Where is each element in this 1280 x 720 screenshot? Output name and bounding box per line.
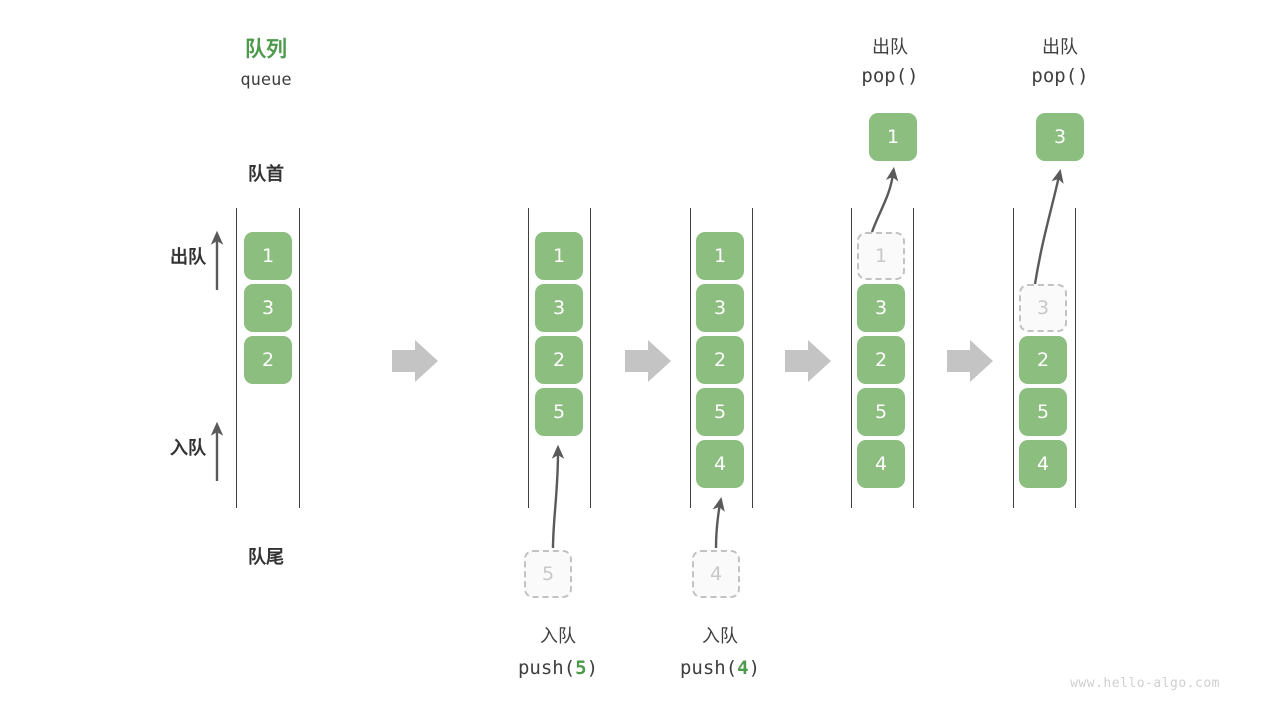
popped-cell-1: 1 bbox=[869, 113, 917, 161]
pop-motion-arrow-1-icon bbox=[870, 166, 899, 233]
pop-header-cn-1: 出队 bbox=[872, 37, 908, 57]
queue-cell: 1 bbox=[244, 232, 292, 280]
queue-rail-left-2 bbox=[528, 208, 529, 508]
enqueue-direction-label: 入队 bbox=[170, 438, 206, 458]
queue-cell: 5 bbox=[696, 388, 744, 436]
incoming-ghost-cell-4: 4 bbox=[692, 550, 740, 598]
queue-rail-right-1 bbox=[299, 208, 300, 508]
queue-rail-right-5 bbox=[1075, 208, 1076, 508]
flow-arrow-2-icon bbox=[625, 340, 671, 382]
flow-arrow-3-icon bbox=[785, 340, 831, 382]
push-arg-2: 4 bbox=[737, 657, 749, 679]
queue-rail-left-3 bbox=[690, 208, 691, 508]
queue-cell: 4 bbox=[857, 440, 905, 488]
push-caption-cn-1: 入队 bbox=[540, 626, 576, 646]
diagram-title-en: queue bbox=[240, 70, 292, 90]
queue-rail-left-1 bbox=[236, 208, 237, 508]
queue-cell: 4 bbox=[696, 440, 744, 488]
queue-cell: 2 bbox=[696, 336, 744, 384]
queue-ghost-cell: 3 bbox=[1019, 284, 1067, 332]
queue-cell: 1 bbox=[535, 232, 583, 280]
push-motion-arrow-5-icon bbox=[551, 444, 565, 549]
pop-header-code-1: pop() bbox=[861, 65, 919, 87]
queue-cell: 5 bbox=[535, 388, 583, 436]
queue-rail-right-3 bbox=[752, 208, 753, 508]
watermark: www.hello-algo.com bbox=[1070, 676, 1220, 691]
queue-cell: 2 bbox=[1019, 336, 1067, 384]
incoming-ghost-cell-5: 5 bbox=[524, 550, 572, 598]
diagram-title-cn: 队列 bbox=[245, 38, 287, 61]
queue-cell: 3 bbox=[535, 284, 583, 332]
queue-rail-right-4 bbox=[913, 208, 914, 508]
pop-motion-arrow-3-icon bbox=[1033, 168, 1064, 285]
queue-rail-left-4 bbox=[851, 208, 852, 508]
queue-ghost-cell: 1 bbox=[857, 232, 905, 280]
queue-cell: 4 bbox=[1019, 440, 1067, 488]
queue-cell: 2 bbox=[535, 336, 583, 384]
popped-cell-3: 3 bbox=[1036, 113, 1084, 161]
queue-head-label: 队首 bbox=[248, 164, 284, 184]
push-caption-code-2: push(4) bbox=[679, 657, 761, 679]
queue-cell: 1 bbox=[696, 232, 744, 280]
queue-cell: 2 bbox=[857, 336, 905, 384]
queue-rail-right-2 bbox=[590, 208, 591, 508]
push-motion-arrow-4-icon bbox=[712, 496, 725, 549]
pop-header-cn-2: 出队 bbox=[1042, 37, 1078, 57]
push-caption-cn-2: 入队 bbox=[702, 626, 738, 646]
queue-tail-label: 队尾 bbox=[248, 547, 284, 567]
queue-rail-left-5 bbox=[1013, 208, 1014, 508]
queue-cell: 3 bbox=[857, 284, 905, 332]
queue-cell: 2 bbox=[244, 336, 292, 384]
queue-cell: 3 bbox=[696, 284, 744, 332]
queue-cell: 5 bbox=[1019, 388, 1067, 436]
push-caption-code-1: push(5) bbox=[517, 657, 599, 679]
flow-arrow-4-icon bbox=[947, 340, 993, 382]
push-arg-1: 5 bbox=[575, 657, 587, 679]
pop-header-code-2: pop() bbox=[1031, 65, 1089, 87]
dequeue-direction-label: 出队 bbox=[170, 247, 206, 267]
queue-cell: 5 bbox=[857, 388, 905, 436]
queue-cell: 3 bbox=[244, 284, 292, 332]
flow-arrow-1-icon bbox=[392, 340, 438, 382]
